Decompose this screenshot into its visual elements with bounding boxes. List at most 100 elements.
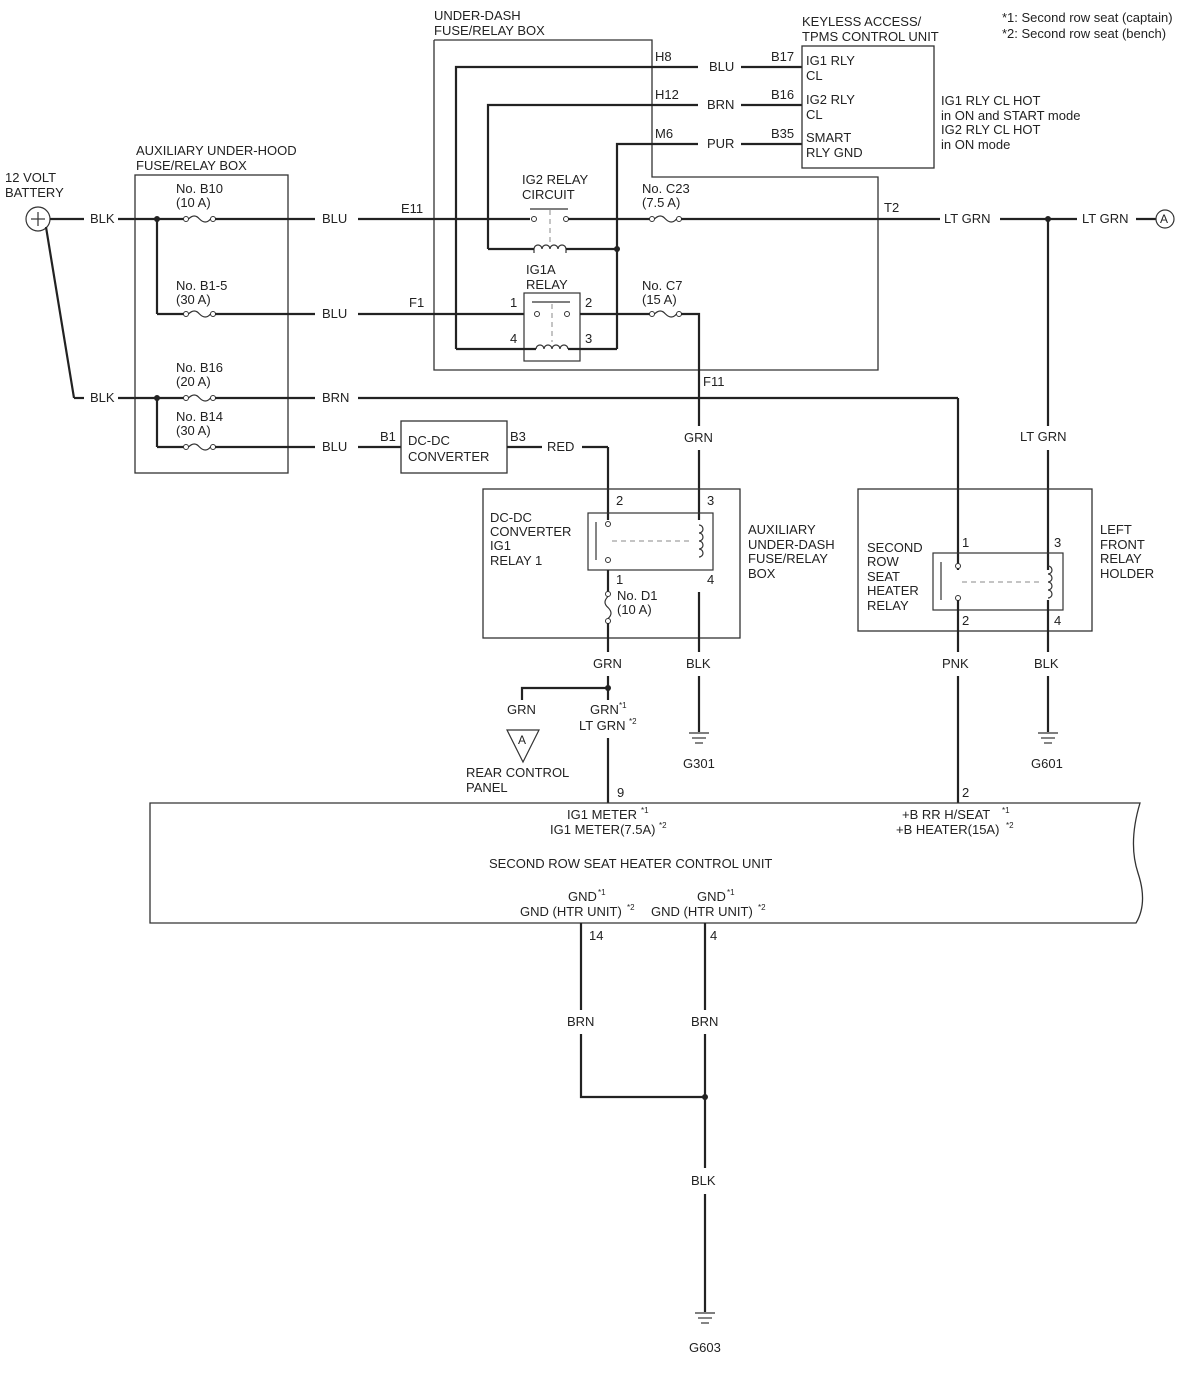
aux-dash-box-outline (482, 488, 741, 639)
reference-a-triangle (506, 729, 540, 764)
wire-label-ltgrn-3: LT GRN (1020, 429, 1066, 444)
left-front-label-line3: RELAY (1100, 551, 1142, 566)
connector-f1: F1 (409, 295, 424, 310)
wire-label-pnk: PNK (942, 656, 969, 671)
keyless-label-line2: TPMS CONTROL UNIT (802, 29, 939, 44)
aux-relay-box (587, 512, 714, 571)
fuse-b16-rating: (20 A) (176, 374, 211, 389)
keyless-pin-b16-line1: IG2 RLY (806, 92, 855, 107)
fuse-b14-symbol (183, 443, 216, 451)
aux-relay-pin-3: 3 (707, 493, 714, 508)
wire-label-brn-pin4: BRN (691, 1014, 718, 1029)
wire-c7-down (681, 312, 701, 426)
seat-relay-symbol (940, 562, 1053, 601)
wire-label-ltgrn-2: LT GRN (1082, 211, 1128, 226)
seat-relay-pin-1: 1 (962, 535, 969, 550)
junction-gnd (702, 1094, 708, 1100)
seat-relay-pin-3: 3 (1054, 535, 1061, 550)
wire-label-h8-blu: BLU (709, 59, 734, 74)
aux-relay-label-line1: DC-DC (490, 510, 532, 525)
ig1a-relay-box (523, 292, 581, 362)
left-front-label-line1: LEFT (1100, 522, 1132, 537)
connector-h12: H12 (655, 87, 679, 102)
left-front-holder-outline (857, 488, 1093, 632)
fuse-d1-symbol (604, 591, 612, 624)
wire-brn-pin14-join (579, 1034, 705, 1099)
wire-label-blk-g601: BLK (1034, 656, 1059, 671)
fuse-b15-rating: (30 A) (176, 292, 211, 307)
mark-1-gnd4: *1 (727, 888, 735, 897)
fuse-c7-rating: (15 A) (642, 292, 677, 307)
seat-relay-label-line3: SEAT (867, 569, 900, 584)
connector-b16: B16 (771, 87, 794, 102)
ig1a-pin-1: 1 (510, 295, 517, 310)
seat-relay-label-line1: SECOND (867, 540, 923, 555)
control-unit-ig1-a: IG1 METER (567, 807, 637, 822)
seat-relay-label-line2: ROW (867, 554, 900, 569)
wire-label-blk-g301: BLK (686, 656, 711, 671)
reference-a-triangle-label: A (518, 733, 526, 747)
battery-label-line2: BATTERY (5, 185, 64, 200)
rear-panel-label-line2: PANEL (466, 780, 508, 795)
keyless-note-line1: IG1 RLY CL HOT (941, 93, 1041, 108)
control-unit-gnd4-a: GND (697, 889, 726, 904)
connector-m6: M6 (655, 126, 673, 141)
fuse-b15-name: No. B1-5 (176, 278, 227, 293)
dcdc-label-line1: DC-DC (408, 433, 450, 448)
fuse-d1-name: No. D1 (617, 588, 657, 603)
fuse-c23-rating: (7.5 A) (642, 195, 680, 210)
aux-relay-pin-4: 4 (707, 572, 714, 587)
left-front-label-line2: FRONT (1100, 537, 1145, 552)
ig1a-pin-4: 4 (510, 331, 517, 346)
wire-h8 (454, 65, 698, 349)
left-front-label-line4: HOLDER (1100, 566, 1154, 581)
ground-g301-symbol (689, 732, 709, 744)
fuse-b14-rating: (30 A) (176, 423, 211, 438)
mark-1-b: *1 (1002, 806, 1010, 815)
fuse-b16-name: No. B16 (176, 360, 223, 375)
mark-2-gnd4: *2 (758, 903, 766, 912)
wire-label-grn-1: GRN (684, 430, 713, 445)
under-dash-label-line1: UNDER-DASH (434, 8, 521, 23)
wire-label-b15-blu: BLU (322, 306, 347, 321)
keyless-note-line3: IG2 RLY CL HOT (941, 122, 1041, 137)
seat-relay-label-line5: RELAY (867, 598, 909, 613)
wire-label-variant-grn: GRN (590, 702, 619, 717)
under-dash-box-outline (433, 39, 879, 371)
note-bench: *2: Second row seat (bench) (1002, 26, 1166, 41)
keyless-pin-b17-line1: IG1 RLY (806, 53, 855, 68)
keyless-pin-b17-line2: CL (806, 68, 823, 83)
control-unit-pin-14: 14 (589, 928, 603, 943)
control-unit-pin-2: 2 (962, 785, 969, 800)
wire-m6 (615, 142, 698, 349)
fuse-b10-name: No. B10 (176, 181, 223, 196)
wire-label-ltgrn-1: LT GRN (944, 211, 990, 226)
fuse-d1-rating: (10 A) (617, 602, 652, 617)
control-unit-ig1-b: IG1 METER(7.5A) (550, 822, 655, 837)
aux-hood-box-label-line1: AUXILIARY UNDER-HOOD (136, 143, 297, 158)
seat-relay-box (932, 552, 1064, 611)
fuse-c23-symbol (649, 215, 682, 223)
wire-label-b14-blu: BLU (322, 439, 347, 454)
aux-relay-label-line2: CONVERTER (490, 524, 571, 539)
ig2-relay-symbol (530, 208, 569, 253)
fuse-c23-name: No. C23 (642, 181, 690, 196)
control-unit-b-a: +B RR H/SEAT (902, 807, 990, 822)
control-unit-gnd14-b: GND (HTR UNIT) (520, 904, 622, 919)
wire-label-brn-pin14: BRN (567, 1014, 594, 1029)
wire-label-h12-brn: BRN (707, 97, 734, 112)
aux-relay-symbol (595, 521, 704, 563)
dcdc-label-line2: CONVERTER (408, 449, 489, 464)
connector-e11: E11 (401, 201, 423, 216)
mark-1-ig1: *1 (641, 806, 649, 815)
aux-dash-label-line2: UNDER-DASH (748, 537, 835, 552)
wire-label-b16-brn: BRN (322, 390, 349, 405)
keyless-unit-box (801, 45, 935, 169)
ig1a-relay-label-line2: RELAY (526, 277, 568, 292)
connector-b3: B3 (510, 429, 526, 444)
aux-relay-label-line4: RELAY 1 (490, 553, 542, 568)
aux-relay-pin-1: 1 (616, 572, 623, 587)
rear-panel-label-line1: REAR CONTROL (466, 765, 569, 780)
note-captain: *1: Second row seat (captain) (1002, 10, 1173, 25)
